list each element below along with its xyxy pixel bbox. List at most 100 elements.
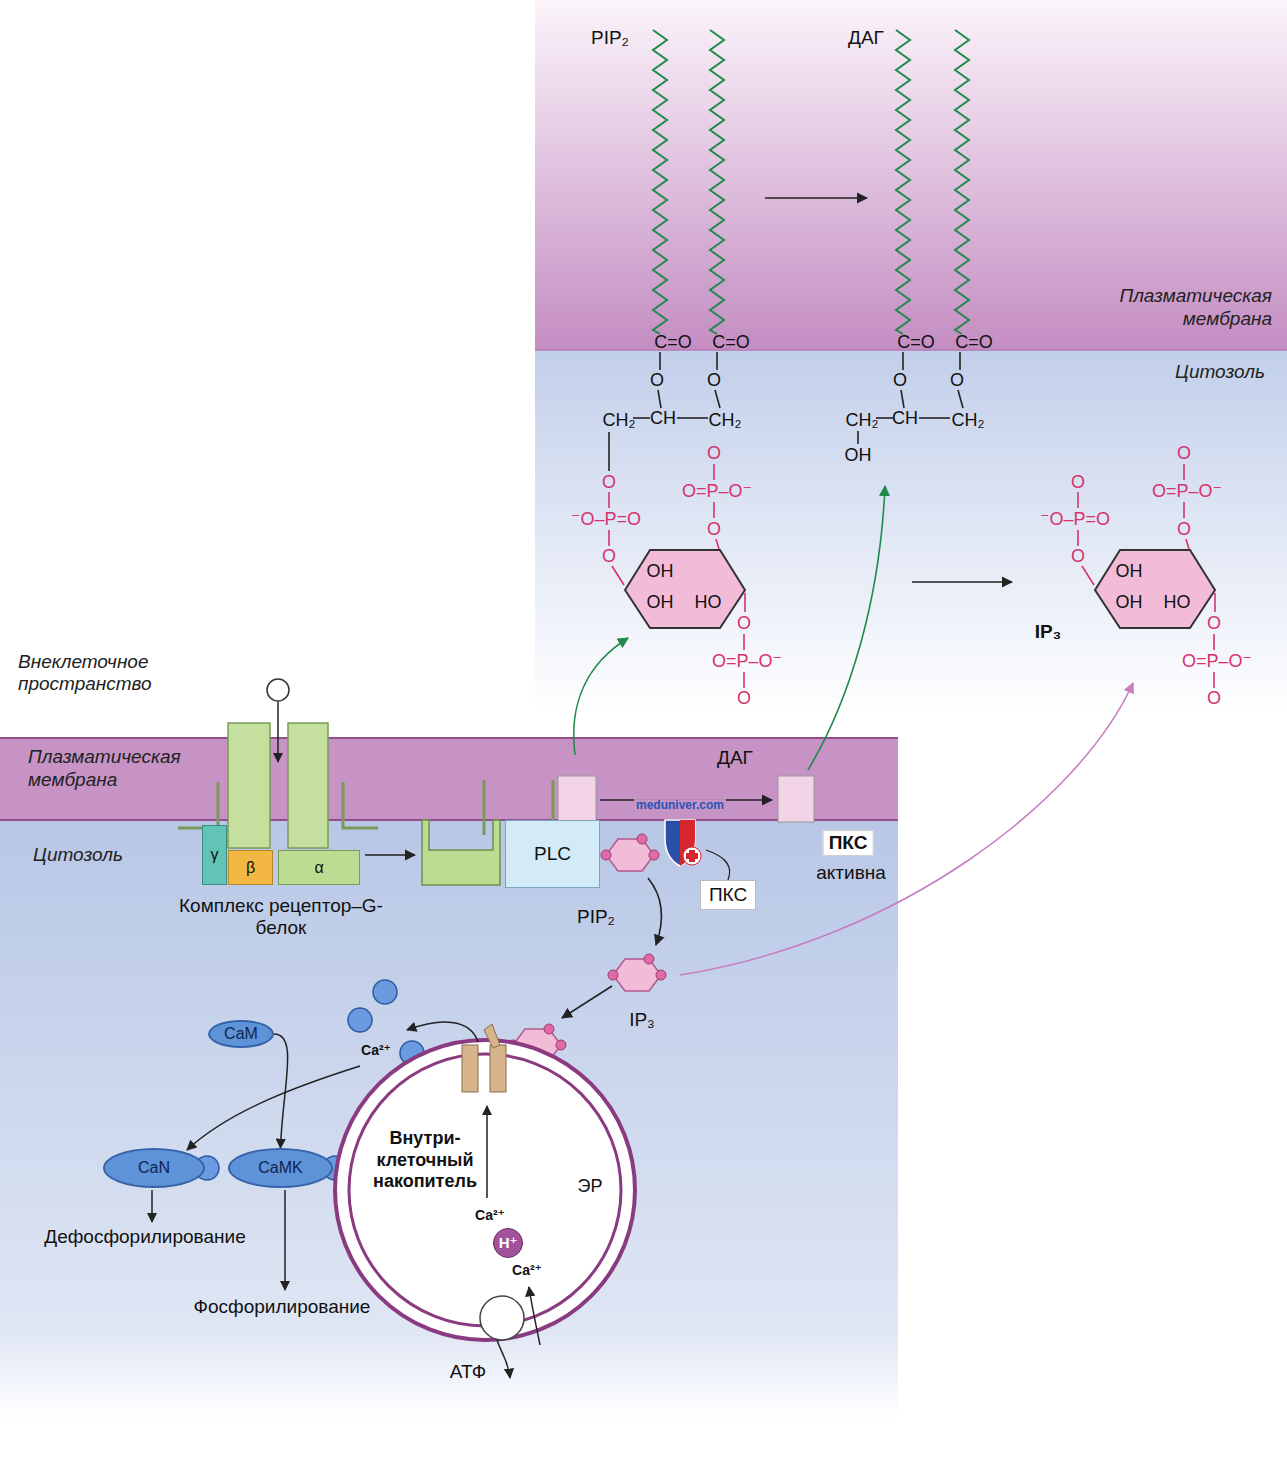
phosphate-bond bbox=[1183, 502, 1185, 518]
phosphate-dot bbox=[608, 970, 618, 980]
phosphate-dot bbox=[544, 1024, 554, 1034]
text-label: O bbox=[1207, 613, 1221, 634]
text-label: PIP₂ bbox=[591, 27, 629, 49]
node-text: Внутри- клеточный накопитель bbox=[370, 1128, 480, 1193]
phosphate-dot bbox=[637, 834, 647, 844]
connector-arrow bbox=[274, 1034, 288, 1148]
g-subunit: γ bbox=[202, 825, 227, 885]
node-text: α bbox=[314, 859, 323, 877]
text-label: OH bbox=[647, 561, 674, 582]
text-label: O bbox=[1177, 519, 1191, 540]
text-label: O bbox=[707, 443, 721, 464]
enzyme-box: PLC bbox=[505, 820, 600, 888]
phosphate-bond bbox=[1077, 530, 1079, 546]
text-label: CH₂ bbox=[709, 410, 742, 431]
text-label: IP₃ bbox=[629, 1009, 655, 1031]
g-subunit: β bbox=[228, 850, 273, 885]
phosphate-dot bbox=[601, 850, 611, 860]
phosphate-bond bbox=[1213, 672, 1215, 688]
text-label: ДАГ bbox=[717, 747, 753, 769]
text-label: OH bbox=[1116, 561, 1143, 582]
text-label: Комплекс рецептор–G-белок bbox=[166, 895, 396, 939]
text-label: C=O bbox=[654, 332, 692, 353]
fatty-acid-chain bbox=[955, 30, 969, 334]
membrane-band: Плазматическая мембрана bbox=[0, 738, 898, 820]
text-label: активна bbox=[816, 862, 886, 884]
text-label: O bbox=[737, 613, 751, 634]
text-label: ⁻O–P=O bbox=[1040, 509, 1110, 530]
text-label: O=P–O⁻ bbox=[682, 481, 752, 502]
text-label: O bbox=[1177, 443, 1191, 464]
text-label: O bbox=[602, 472, 616, 493]
node-text: Плазматическая мембрана bbox=[28, 746, 218, 792]
phosphate-dot bbox=[644, 954, 654, 964]
text-label: O=P–O⁻ bbox=[1152, 481, 1222, 502]
text-label: Фосфорилирование bbox=[194, 1296, 371, 1318]
text-label: Цитозоль bbox=[1175, 361, 1265, 383]
text-label: OH bbox=[1116, 592, 1143, 613]
fatty-acid-chain bbox=[710, 30, 724, 334]
text-label: O=P–O⁻ bbox=[1182, 651, 1252, 672]
phosphate-dot bbox=[649, 850, 659, 860]
text-label: O=P–O⁻ bbox=[712, 651, 782, 672]
phosphate-bond bbox=[608, 530, 610, 546]
phosphate-bond bbox=[1183, 464, 1185, 480]
phosphate-bond bbox=[608, 492, 610, 508]
phosphate-bond bbox=[713, 464, 715, 480]
text-label: Ca²⁺ bbox=[512, 1262, 542, 1278]
text-label: IP₃ bbox=[1035, 621, 1062, 643]
inositol-icon bbox=[613, 959, 661, 991]
text-label: PIP₂ bbox=[577, 906, 615, 928]
fatty-acid-chain bbox=[896, 30, 910, 334]
text-label: ДАГ bbox=[848, 27, 884, 49]
node-text: γ bbox=[211, 846, 219, 864]
phosphate-dot bbox=[556, 1040, 566, 1050]
text-label: ПКС bbox=[823, 830, 874, 856]
text-label: OH bbox=[845, 445, 872, 466]
text-label: CH₂ bbox=[952, 410, 985, 431]
phosphate-dot bbox=[656, 970, 666, 980]
watermark: meduniver.com bbox=[634, 799, 726, 813]
text-label: O bbox=[1071, 472, 1085, 493]
text-label: O bbox=[650, 370, 664, 391]
text-label: Цитозоль bbox=[33, 844, 123, 866]
text-label: O bbox=[1207, 688, 1221, 709]
node-text: CaM bbox=[224, 1025, 258, 1043]
protein-ellipse: CaM bbox=[208, 1020, 274, 1048]
fatty-acid-chain bbox=[653, 30, 667, 334]
membrane-band: Плазматическая мембрана bbox=[535, 0, 1287, 350]
node-text: Плазматическая мембрана bbox=[1042, 285, 1272, 331]
text-label: CH bbox=[650, 408, 676, 429]
text-label: O bbox=[1071, 546, 1085, 567]
node-text: PLC bbox=[534, 843, 571, 865]
text-label: HO bbox=[695, 592, 722, 613]
text-label: C=O bbox=[897, 332, 935, 353]
phosphate-bond bbox=[743, 672, 745, 688]
phosphate-bond bbox=[743, 634, 745, 650]
text-label: O bbox=[893, 370, 907, 391]
text-label: OH bbox=[647, 592, 674, 613]
node-text: β bbox=[246, 859, 255, 877]
node-text: ЭР bbox=[575, 1176, 605, 1198]
text-label: HO bbox=[1164, 592, 1191, 613]
text-label: O bbox=[950, 370, 964, 391]
protein-ellipse: CaMK bbox=[228, 1148, 333, 1188]
node-text: H⁺ bbox=[499, 1234, 518, 1252]
text-label: O bbox=[707, 519, 721, 540]
phosphate-bond bbox=[1077, 492, 1079, 508]
node-text: ПКС bbox=[709, 884, 747, 906]
g-subunit: α bbox=[278, 850, 360, 885]
node-text: CaMK bbox=[258, 1159, 302, 1177]
phosphate-bond bbox=[1213, 634, 1215, 650]
text-label: АТФ bbox=[450, 1361, 487, 1383]
text-label: CH bbox=[892, 408, 918, 429]
text-label: C=O bbox=[955, 332, 993, 353]
phosphate-bond bbox=[713, 502, 715, 518]
text-label: O bbox=[737, 688, 751, 709]
text-label: O bbox=[602, 546, 616, 567]
text-label: Внеклеточное пространство bbox=[18, 651, 198, 695]
inositol-icon bbox=[606, 839, 654, 871]
text-label: CH₂ bbox=[846, 410, 879, 431]
node-text: CaN bbox=[138, 1159, 170, 1177]
